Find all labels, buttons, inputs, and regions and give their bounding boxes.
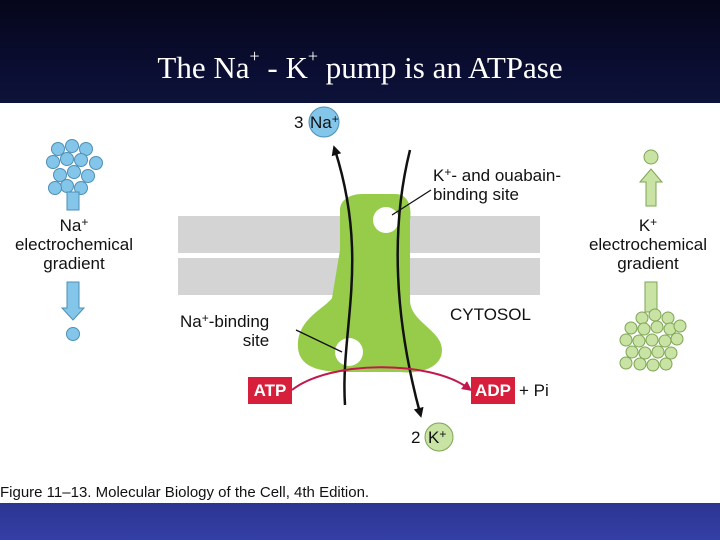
na-site-ion: Na [180,312,202,331]
k-in-label: K+ [428,427,447,447]
k-gradient-line1: K+ [578,215,718,235]
na-binding-pocket [335,338,363,366]
na-ion-single [66,327,80,341]
na-gradient-line1: Na+ [4,215,144,235]
k-gradient-stem-bottom [644,281,658,313]
na-site-rest: -binding [208,312,270,331]
slide-title: The Na+ - K+ pump is an ATPase [0,46,720,86]
na-binding-site-label: Na+-binding site [180,311,270,350]
na-site-leader-line [295,329,343,353]
na-out-count: 3 [294,113,304,132]
k-gradient-label: K+ electrochemical gradient [578,215,718,273]
na-gradient-graphic [46,139,103,341]
title-sup-k: + [307,46,319,66]
k-site-line2: binding site [433,185,520,204]
na-gradient-stem-top [66,191,80,211]
na-transport-arrow [331,145,354,406]
membrane [178,216,540,295]
k-gradient-line3: gradient [617,254,679,273]
pump-protein [297,194,442,373]
title-mid: - K [259,50,308,85]
title-sup-na: + [249,46,260,66]
k-in-count: 2 [411,428,421,447]
na-gradient-arrow [60,281,86,321]
k-site-charge: + [444,165,452,179]
na-site-line1: Na+-binding [180,311,270,331]
k-site-ion: K [433,166,445,185]
k-binding-site-label: K+- and ouabain- binding site [433,165,561,204]
na-gradient-charge: + [81,215,89,229]
k-binding-pocket [373,207,399,233]
na-out-charge: + [331,112,339,126]
atp-hydrolysis-arrow [291,366,473,391]
k-transport-arrow [396,149,424,418]
na-gradient-label: Na+ electrochemical gradient [4,215,144,273]
bottom-bar [0,503,720,540]
k-gradient-charge: + [650,215,658,229]
membrane-left-bottom [178,258,343,295]
title-pre: The Na [157,50,250,85]
title-post: pump is an ATPase [318,50,563,85]
k-gradient-ion: K [638,216,651,235]
k-site-leader-line [391,189,432,216]
title-bar [0,0,720,103]
adp-box: ADP [471,377,515,404]
k-gradient-line2: electrochemical [588,235,708,254]
na-ion-circle [308,106,340,138]
k-in-charge: + [439,427,447,441]
figure-caption: Figure 11–13. Molecular Biology of the C… [0,484,370,501]
membrane-right-bottom [410,258,540,295]
pi-label: + Pi [519,381,549,400]
na-gradient-line3: gradient [43,254,105,273]
na-gradient-ion: Na [59,216,82,235]
na-site-line2: site [242,331,270,350]
k-in-ion: K [428,428,440,447]
membrane-right-top [410,216,540,253]
k-site-line1: K+- and ouabain- [433,165,561,185]
k-ion-single [643,149,659,165]
na-site-charge: + [201,311,209,325]
atp-box: ATP [248,377,292,404]
membrane-left-top [178,216,343,253]
k-ion-cluster [619,308,687,372]
k-gradient-graphic [619,149,687,372]
na-gradient-line2: electrochemical [14,235,134,254]
cytosol-label: CYTOSOL [450,305,531,324]
na-ion-cluster [46,139,103,195]
k-ion-circle [424,422,454,452]
k-site-rest: - and ouabain- [451,166,561,185]
na-out-ion: Na [310,113,332,132]
k-gradient-arrow [638,168,664,207]
na-out-label: Na+ [310,112,339,132]
